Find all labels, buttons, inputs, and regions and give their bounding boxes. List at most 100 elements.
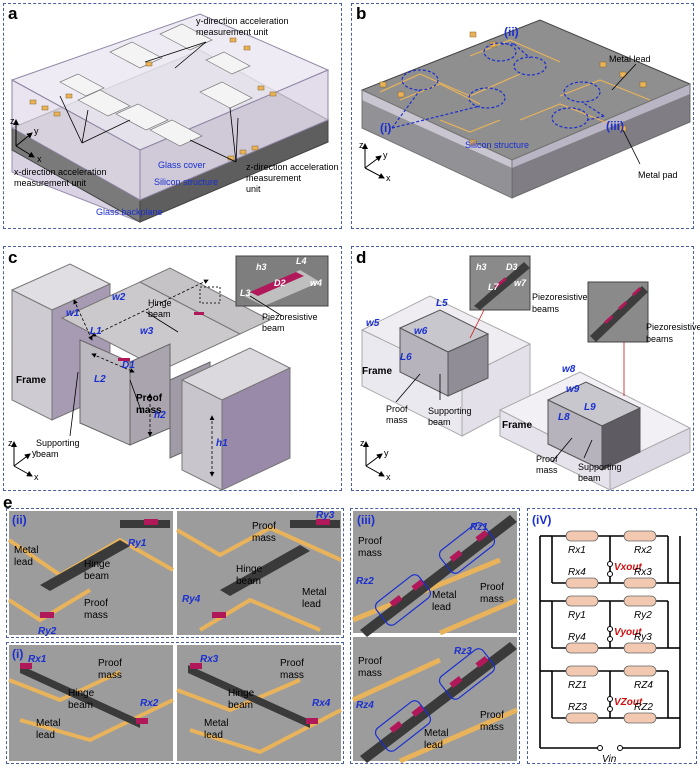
a-glass-cover: Glass cover (158, 160, 206, 170)
d-dim-w7: w7 (514, 278, 527, 288)
a-glass-back: Glass backplane (96, 207, 163, 217)
panel-d-drawing (360, 255, 692, 491)
c-piezo-l1: Piezoresistive (262, 312, 318, 322)
b-axis-x: x (386, 173, 391, 183)
a-y-unit-l2: measurement unit (196, 27, 269, 37)
panel-d-text: Frame Frame Proof mass Supporting beam P… (360, 262, 700, 483)
e-iv-v-2: VZout (614, 697, 643, 708)
e-iv-vin: Vin (602, 754, 617, 765)
d-dim-L8: L8 (558, 412, 570, 423)
c-frame: Frame (16, 375, 46, 386)
panel-d-letter: d (356, 248, 367, 267)
panel-e-iii (350, 508, 520, 764)
e-iii-rz1: Rz1 (470, 522, 488, 533)
c-hinge-l1: Hinge (148, 298, 172, 308)
e-i-hinge-l1: Hinge (68, 688, 95, 699)
e-iv-r-tr-1: Ry2 (634, 610, 652, 621)
e-iv-r-bl-1: Ry4 (568, 632, 586, 643)
e-ii-roman: (ii) (12, 513, 27, 527)
a-z-unit-l1: z-direction acceleration (246, 162, 339, 172)
panel-b (351, 3, 694, 229)
d-piezo2-l2: beams (646, 334, 674, 344)
a-y-unit-l1: y-direction acceleration (196, 16, 289, 26)
panel-e-ii (6, 508, 344, 638)
e-i-metal2-l1: Metal (204, 718, 228, 729)
e-i-hinge-l2: beam (68, 700, 93, 711)
panel-d (351, 246, 694, 491)
panel-c-letter: c (8, 248, 18, 267)
e-i-proof2-l2: mass (280, 670, 304, 681)
e-ii-ry1: Ry1 (128, 538, 147, 549)
d-piezo1-l2: beams (532, 304, 560, 314)
d-dim-w5: w5 (366, 318, 380, 329)
d-dim-L6: L6 (400, 352, 412, 363)
e-i-metal2-l2: lead (204, 730, 223, 741)
d-proof-l1: Proof (386, 404, 408, 414)
e-iii-metal2-l2: lead (424, 740, 443, 751)
c-dim-h3: h3 (256, 262, 267, 272)
b-marker-ii: (ii) (504, 25, 519, 39)
b-metal-lead: Metal lead (609, 54, 651, 64)
b-silicon: Silicon structure (465, 140, 529, 150)
e-iv-r-br-2: RZ2 (634, 702, 653, 713)
panel-a-drawing (10, 13, 330, 223)
e-i-hinge2-l2: beam (228, 700, 253, 711)
e-iii-proof4-l2: mass (480, 722, 504, 733)
panel-e-iv (527, 508, 697, 764)
panel-c (3, 246, 342, 491)
e-ii-metal2-l2: lead (302, 599, 321, 610)
c-axis-z: z (8, 438, 13, 448)
e-i-metal-l1: Metal (36, 718, 60, 729)
d-axis-z: z (360, 438, 365, 448)
b-metal-pad: Metal pad (638, 170, 678, 180)
d-piezo1-l1: Piezoresistive (532, 292, 588, 302)
d-supp-l2: beam (428, 417, 451, 427)
d-dim-L5: L5 (436, 298, 448, 309)
b-axis-z: z (359, 140, 364, 150)
a-axis-z: z (10, 116, 15, 126)
panel-a (3, 3, 342, 229)
c-dim-L2: L2 (94, 374, 106, 385)
d-axis-x: x (386, 472, 391, 482)
e-iii-metal-l2: lead (432, 602, 451, 613)
c-dim-L4: L4 (296, 256, 307, 266)
e-ii-drawing (7, 511, 342, 635)
c-supporting-l2: beam (36, 449, 59, 459)
e-iv-r-tr-0: Rx2 (634, 545, 652, 556)
c-dim-L1: L1 (90, 326, 102, 337)
e-iii-proof3-l1: Proof (358, 656, 382, 667)
panel-b-letter: b (356, 4, 367, 23)
e-i-rx2: Rx2 (140, 698, 159, 709)
e-iv-nodes (597, 561, 623, 751)
e-iii-rz3: Rz3 (454, 646, 472, 657)
e-iv-roman: (iV) (532, 513, 551, 527)
e-iv-v-0: Vxout (614, 562, 642, 573)
e-ii-hinge-l1: Hinge (84, 559, 111, 570)
e-iii-roman: (iii) (357, 513, 375, 527)
e-iv-r-br-0: Rx3 (634, 567, 652, 578)
e-i-proof-l1: Proof (98, 658, 122, 669)
e-iii-drawing (351, 511, 518, 764)
e-ii-hinge2-l2: beam (236, 576, 261, 587)
c-proof-mass-l1: Proof (136, 393, 163, 404)
d-frame-left: Frame (362, 366, 392, 377)
e-iv-r-bl-0: Rx4 (568, 567, 586, 578)
b-axis-y: y (383, 150, 388, 160)
e-iv-text: (iV) Rx1 Rx2 Vxout Rx4 Rx3 Ry1 Ry2 Vyout… (532, 513, 653, 765)
c-supporting-l1: Supporting (36, 438, 80, 448)
c-proof-mass-l2: mass (136, 405, 162, 416)
e-iv-r-tr-2: RZ4 (634, 680, 653, 691)
c-dim-w4: w4 (310, 278, 322, 288)
c-hinge-l2: beam (148, 309, 171, 319)
d-supp2-l2: beam (578, 473, 601, 483)
e-iii-metal2-l1: Metal (424, 728, 448, 739)
d-dim-L7: L7 (488, 282, 499, 292)
d-dim-D3: D3 (506, 262, 518, 272)
a-silicon: Silicon structure (154, 177, 218, 187)
a-z-unit-l3: unit (246, 184, 261, 194)
d-supp2-l1: Supporting (578, 462, 622, 472)
e-ii-hinge-l2: beam (84, 571, 109, 582)
e-iv-r-br-1: Ry3 (634, 632, 652, 643)
e-iii-rz2: Rz2 (356, 576, 374, 587)
